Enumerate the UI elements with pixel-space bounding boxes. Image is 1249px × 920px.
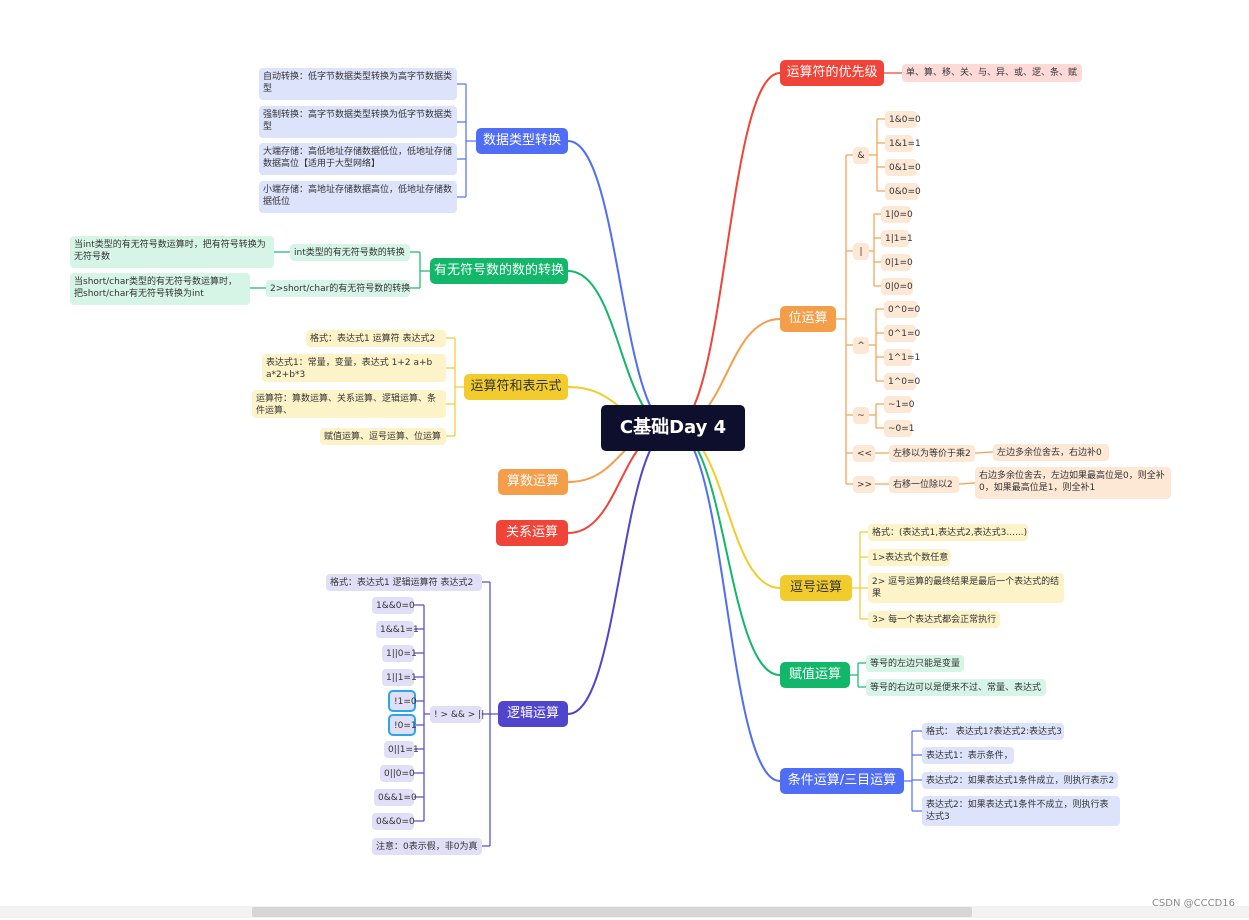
logic-note[interactable]: 注意：0表示假，非0为真: [372, 838, 482, 855]
branch-precedence[interactable]: 运算符的优先级: [780, 60, 884, 86]
bitwise-item[interactable]: ~0=1: [884, 420, 915, 437]
bitwise-item[interactable]: 1^1=1: [884, 349, 920, 366]
bitwise-op-shl[interactable]: <<: [853, 445, 875, 462]
link-conversion: [567, 140, 674, 429]
branch-arithmetic[interactable]: 算数运算: [498, 469, 568, 495]
bitwise-shl-desc[interactable]: 左移以为等价于乘2: [889, 445, 975, 462]
link-assignment: [672, 427, 781, 676]
branch-assignment[interactable]: 赋值运算: [780, 662, 850, 688]
ternary-item[interactable]: 表达式1：表示条件，: [922, 747, 1014, 764]
logic-item[interactable]: 1&&0=0: [372, 597, 415, 614]
logic-item[interactable]: 0||1=1: [384, 741, 419, 758]
operators-item[interactable]: 赋值运算、逗号运算、位运算: [320, 428, 446, 445]
watermark: CSDN @CCCD16: [1151, 898, 1235, 909]
bitwise-item[interactable]: 1&0=0: [885, 111, 921, 128]
bitwise-item[interactable]: ~1=0: [884, 396, 915, 413]
bitwise-item[interactable]: 1&1=1: [885, 135, 921, 152]
signed-leaf-int[interactable]: 当int类型的有无符号数运算时，把有符号转换为无符号数: [70, 236, 274, 268]
bitwise-shr-detail[interactable]: 右边多余位舍去，左边如果最高位是0，则全补0，如果最高位是1，则全补1: [975, 467, 1171, 499]
link-logical: [567, 427, 674, 715]
branch-operators[interactable]: 运算符和表示式: [464, 374, 568, 400]
conversion-item[interactable]: 自动转换：低字节数据类型转换为高字节数据类型: [259, 68, 457, 100]
ternary-item[interactable]: 表达式2：如果表达式1条件不成立，则执行表达式3: [922, 796, 1120, 826]
branch-relational[interactable]: 关系运算: [496, 520, 568, 546]
logic-item[interactable]: 0&&1=0: [374, 789, 417, 806]
link-ternary: [672, 427, 781, 782]
bitwise-shl-detail[interactable]: 左边多余位舍去，右边补0: [993, 444, 1109, 461]
assign-item[interactable]: 等号的左边只能是变量: [866, 655, 964, 672]
logic-item[interactable]: 1||1=1: [382, 669, 417, 686]
operators-item[interactable]: 运算符：算数运算、关系运算、逻辑运算、条件运算、: [252, 390, 446, 418]
logic-format[interactable]: 格式：表达式1 逻辑运算符 表达式2: [326, 574, 482, 591]
comma-item[interactable]: 格式：(表达式1,表达式2,表达式3......): [868, 524, 1028, 541]
bitwise-op-not[interactable]: ~: [853, 407, 869, 424]
branch-ternary[interactable]: 条件运算/三目运算: [780, 768, 904, 794]
bitwise-item[interactable]: 0|1=0: [881, 254, 913, 271]
branch-bitwise[interactable]: 位运算: [780, 306, 836, 332]
logic-item[interactable]: 1&&1=1: [376, 621, 419, 638]
logic-priority[interactable]: ! > && > ||: [430, 706, 484, 723]
horizontal-scrollbar[interactable]: [0, 906, 1249, 918]
scrollbar-thumb[interactable]: [252, 907, 972, 917]
bitwise-op-shr[interactable]: >>: [853, 476, 875, 493]
bitwise-item[interactable]: 0^0=0: [884, 301, 920, 318]
bitwise-item[interactable]: 1|0=0: [881, 206, 913, 223]
bitwise-item[interactable]: 0&0=0: [885, 183, 921, 200]
logic-item[interactable]: 0&&0=0: [372, 813, 415, 830]
logic-item-selected[interactable]: !1=0: [388, 690, 417, 712]
branch-logical[interactable]: 逻辑运算: [498, 701, 568, 727]
branch-data-conversion[interactable]: 数据类型转换: [476, 128, 568, 154]
comma-item[interactable]: 2> 逗号运算的最终结果是最后一个表达式的结果: [868, 573, 1064, 603]
conversion-item[interactable]: 强制转换：高字节数据类型转换为低字节数据类型: [259, 106, 457, 138]
bitwise-item[interactable]: 1|1=1: [881, 230, 913, 247]
precedence-item[interactable]: 单、算、移、关、与、异、或、逻、条、赋: [902, 64, 1082, 82]
bitwise-item[interactable]: 1^0=0: [884, 373, 920, 390]
signed-sub-int[interactable]: int类型的有无符号数的转换: [290, 244, 410, 261]
root-node[interactable]: C基础Day 4: [601, 405, 745, 451]
link-comma: [672, 427, 781, 589]
operators-item[interactable]: 表达式1：常量，变量，表达式 1+2 a+b a*2+b*3: [262, 354, 446, 382]
conversion-item[interactable]: 小端存储：高地址存储数据高位，低地址存储数据低位: [259, 181, 457, 213]
connector: [958, 482, 976, 485]
ternary-item[interactable]: 表达式2：如果表达式1条件成立，则执行表示2: [922, 772, 1118, 789]
bitwise-op-and[interactable]: &: [853, 147, 869, 164]
branch-signed-conversion[interactable]: 有无符号数的数的转换: [430, 258, 568, 284]
operators-item[interactable]: 格式：表达式1 运算符 表达式2: [306, 330, 446, 347]
conversion-item[interactable]: 大端存储：高低地址存储数据低位，低地址存储数据高位【适用于大型网络】: [259, 143, 457, 175]
bitwise-op-or[interactable]: |: [853, 243, 869, 260]
logic-item[interactable]: 0||0=0: [380, 765, 415, 782]
bitwise-item[interactable]: 0^1=0: [884, 325, 920, 342]
signed-leaf-short[interactable]: 当short/char类型的有无符号数运算时，把short/char有无符号转换…: [70, 273, 250, 305]
bitwise-op-xor[interactable]: ^: [853, 337, 869, 354]
comma-item[interactable]: 3> 每一个表达式都会正常执行: [868, 611, 1000, 628]
connector: [974, 451, 994, 454]
bitwise-item[interactable]: 0|0=0: [881, 278, 913, 295]
logic-item-selected[interactable]: !0=1: [388, 714, 417, 736]
ternary-item[interactable]: 格式： 表达式1?表达式2:表达式3: [922, 723, 1064, 740]
logic-item[interactable]: 1||0=1: [382, 645, 417, 662]
bitwise-shr-desc[interactable]: 右移一位除以2: [889, 476, 959, 493]
bitwise-item[interactable]: 0&1=0: [885, 159, 921, 176]
signed-sub-short[interactable]: 2>short/char的有无符号数的转换: [266, 280, 410, 297]
comma-item[interactable]: 1>表达式个数任意: [868, 549, 950, 566]
branch-comma[interactable]: 逗号运算: [780, 575, 852, 601]
assign-item[interactable]: 等号的右边可以是便来不过、常量、表达式: [866, 679, 1046, 696]
